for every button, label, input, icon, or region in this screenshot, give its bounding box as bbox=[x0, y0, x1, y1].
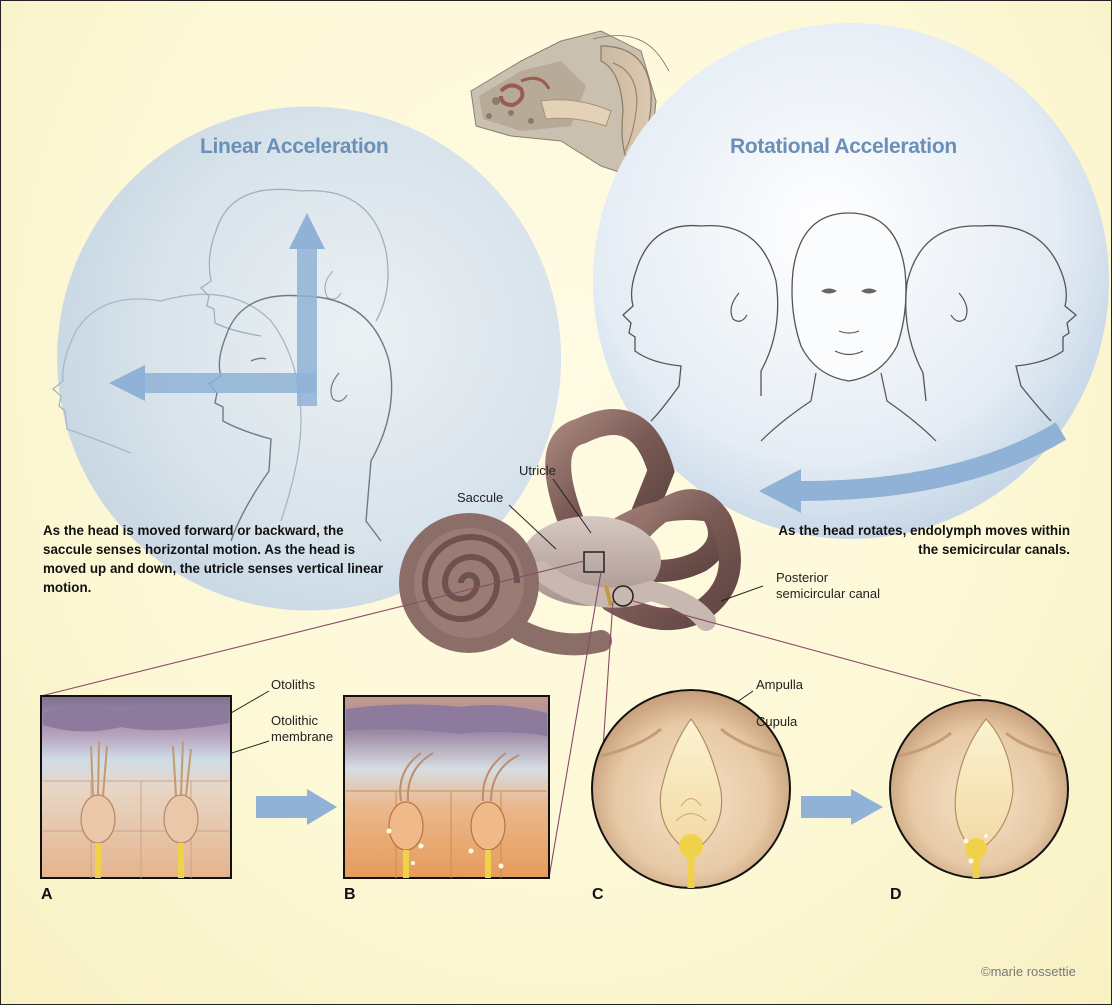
panel-letter-a: A bbox=[41, 886, 53, 904]
otolithic-membrane-label-line1: Otolithic bbox=[271, 713, 318, 728]
saccule-label: Saccule bbox=[457, 490, 503, 505]
panel-b-illustration bbox=[344, 696, 549, 878]
rotational-acceleration-caption: As the head rotates, endolymph moves wit… bbox=[765, 521, 1070, 559]
cupula-label: Cupula bbox=[756, 714, 797, 729]
posterior-canal-label-line2: semicircular canal bbox=[776, 586, 880, 601]
posterior-canal-label-line1: Posterior bbox=[776, 570, 828, 585]
panel-letter-c: C bbox=[592, 886, 604, 904]
otoliths-label: Otoliths bbox=[271, 677, 315, 692]
ampulla-label: Ampulla bbox=[756, 677, 803, 692]
panel-a-illustration bbox=[41, 696, 231, 878]
linear-acceleration-caption: As the head is moved forward or backward… bbox=[43, 521, 393, 597]
panel-letter-d: D bbox=[890, 886, 902, 904]
otolithic-membrane-label-line2: membrane bbox=[271, 729, 333, 744]
panel-d-illustration bbox=[890, 700, 1068, 878]
rotational-acceleration-heading: Rotational Acceleration bbox=[730, 135, 957, 159]
utricle-label: Utricle bbox=[519, 463, 556, 478]
panel-letter-b: B bbox=[344, 886, 356, 904]
arrow-a-to-b bbox=[256, 789, 337, 825]
artist-credit: ©marie rossettie bbox=[981, 964, 1076, 979]
linear-acceleration-heading: Linear Acceleration bbox=[200, 135, 388, 159]
arrow-c-to-d bbox=[801, 789, 883, 825]
